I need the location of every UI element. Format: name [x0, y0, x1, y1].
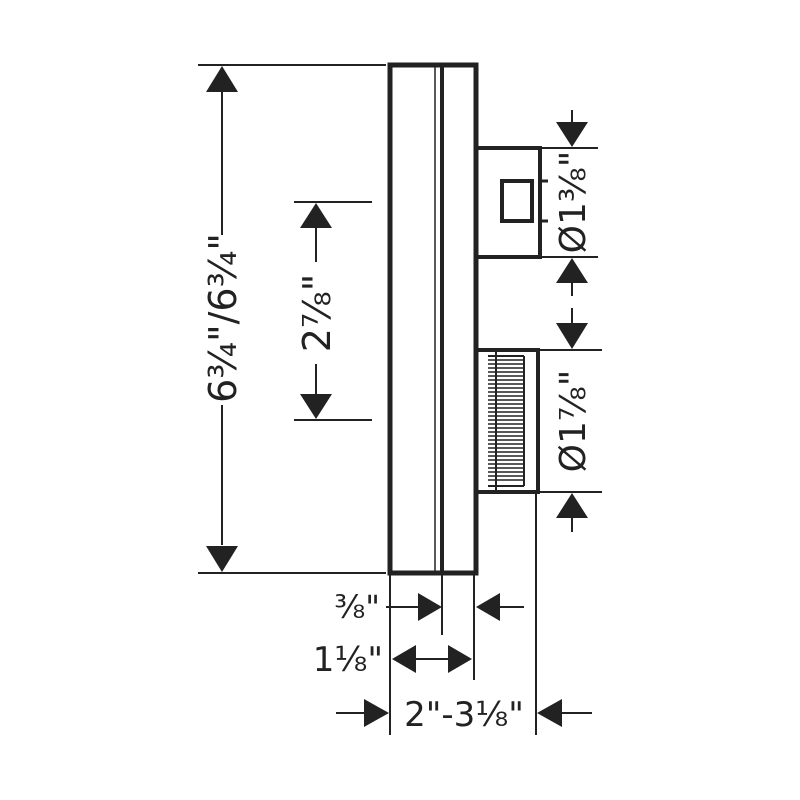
arrowhead-up — [300, 203, 332, 228]
bottom-knob — [476, 348, 540, 494]
overall-height-dimension — [198, 64, 386, 574]
arrowhead-left — [476, 593, 500, 621]
arrowhead-right — [364, 699, 389, 727]
plate-total-depth-label: 1⅛" — [313, 640, 383, 680]
arrowhead-down — [300, 394, 332, 419]
overall-projection-dimension — [336, 699, 592, 727]
bottom-extension-lines — [389, 494, 537, 735]
arrowhead-down — [556, 323, 588, 349]
arrowhead-up — [206, 66, 238, 92]
arrowhead-right — [418, 593, 442, 621]
top-handle-diameter-label: Ø1⅜" — [553, 151, 594, 254]
arrowhead-down — [206, 546, 238, 572]
plate-total-depth-dimension — [392, 645, 472, 673]
arrowhead-left — [392, 645, 416, 673]
top-handle — [476, 146, 548, 259]
bottom-knob-diameter-dimension — [538, 308, 602, 532]
trim-plate-depth-dimension — [386, 593, 524, 621]
center-spacing-dimension — [294, 201, 372, 421]
arrowhead-right — [448, 645, 472, 673]
center-spacing-label: 2⅞" — [295, 274, 339, 353]
arrowhead-up — [556, 258, 588, 283]
trim-plate — [387, 62, 479, 576]
arrowhead-left — [537, 699, 562, 727]
top-handle-diameter-dimension — [540, 110, 598, 296]
trim-plate-depth-label: ⅜" — [334, 588, 380, 626]
overall-projection-label: 2"-3⅛" — [404, 695, 524, 735]
arrowhead-down — [556, 122, 588, 147]
overall-height-label: 6¾"/6¾" — [201, 233, 245, 403]
bottom-knob-diameter-label: Ø1⅞" — [553, 370, 594, 473]
arrowhead-up — [556, 493, 588, 518]
